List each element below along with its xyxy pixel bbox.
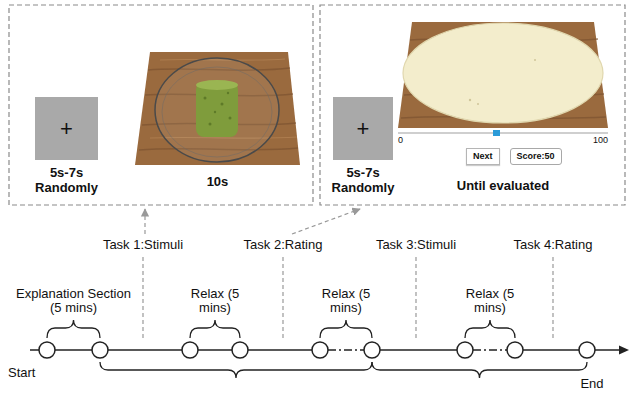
fixation-cross: +	[35, 97, 98, 160]
duration-caption: 5s-7s Randomly	[23, 165, 110, 195]
slider-track	[398, 132, 608, 134]
dashed-panel	[9, 5, 313, 205]
fixation-screen: +5s-7s Randomly	[35, 97, 98, 160]
dashed-panel	[320, 5, 625, 205]
task-drop-line	[143, 257, 553, 340]
photo-ground	[135, 45, 300, 165]
rating-photo	[398, 22, 608, 136]
duration-caption: Until evaluated	[398, 178, 608, 193]
timeline-arrowhead	[619, 346, 629, 355]
timeline-endpoint: Start	[8, 366, 52, 380]
white-plate	[403, 23, 603, 123]
timeline-milestone	[39, 342, 595, 358]
stimulus-photo	[135, 45, 300, 165]
fixation-screen: +5s-7s Randomly	[333, 97, 393, 160]
timeline-endpoint: End	[574, 377, 610, 391]
stimulus-screen: 10s	[135, 45, 300, 165]
duration-caption: 10s	[135, 174, 300, 189]
phase-label: Explanation Section (5 mins)	[9, 287, 139, 315]
dashed-arrow	[292, 209, 360, 234]
fixation-cross: +	[333, 97, 393, 160]
glass-dish	[155, 58, 279, 162]
green-cup-top	[196, 80, 238, 90]
scale-min: 0	[398, 135, 403, 145]
score-box: Score:50	[510, 148, 562, 165]
phase-label: Relax (5 mins)	[462, 287, 518, 315]
next-button: Next	[466, 148, 500, 165]
rating-screen: 0100Until evaluatedNextScore:50	[398, 18, 608, 165]
slider-thumb	[493, 130, 500, 136]
wooden-board	[135, 52, 300, 165]
task-label: Task 1:Stimuli	[93, 238, 193, 252]
brace	[47, 320, 587, 378]
task-label: Task 3:Stimuli	[366, 238, 466, 252]
phase-label: Relax (5 mins)	[318, 287, 374, 315]
plate-specks	[469, 59, 536, 105]
glass-rim	[162, 67, 272, 157]
task-label: Task 4:Rating	[505, 238, 601, 252]
scale-max: 100	[593, 135, 608, 145]
duration-caption: 5s-7s Randomly	[320, 165, 406, 195]
score-value: Score:50	[517, 151, 555, 162]
task-label: Task 2:Rating	[233, 238, 333, 252]
button-label: Next	[473, 151, 493, 162]
green-cup	[196, 82, 238, 137]
cup-texture	[204, 92, 232, 126]
phase-label: Relax (5 mins)	[187, 287, 243, 315]
wooden-board	[398, 22, 608, 128]
dashed-arrow	[144, 209, 145, 234]
